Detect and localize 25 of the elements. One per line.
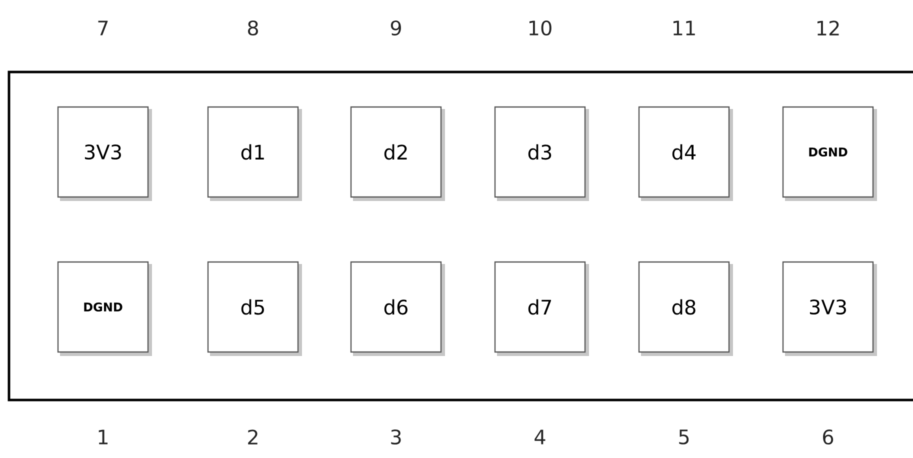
pin-box: d7 [494,261,589,356]
pin-number: 5 [679,430,689,444]
pin-box: d6 [350,261,445,356]
pin-box: DGND [782,106,877,201]
pin-number: 9 [390,20,401,36]
pin-number: 12 [817,20,839,36]
pin-box: d1 [207,106,302,201]
pin-number: 1 [98,430,108,444]
pin-box: 3V3 [57,106,152,201]
pin-box: d8 [638,261,733,356]
pin-number: 2 [248,430,258,444]
pin-number: 11 [673,20,695,36]
pin-number: 10 [529,20,552,36]
pin-box: d3 [494,106,589,201]
pin-box: d5 [207,261,302,356]
pin-number: 3 [391,429,401,445]
pin-box: DGND [57,261,152,356]
pin-number: 7 [98,20,108,36]
pin-number: 4 [534,430,546,444]
pin-box: d2 [350,106,445,201]
pin-box: d4 [638,106,733,201]
pin-box: 3V3 [782,261,877,356]
pin-number: 8 [248,20,258,36]
pin-number: 6 [823,429,834,445]
connector-outline [8,70,913,402]
